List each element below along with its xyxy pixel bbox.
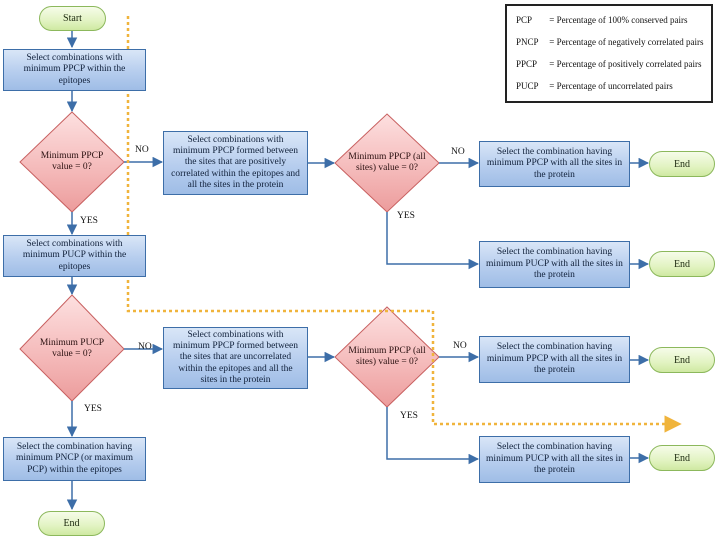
edge-label-no-1: NO — [135, 145, 149, 155]
end-terminal-r4: End — [649, 445, 715, 471]
dashed-guide-path — [126, 16, 682, 433]
legend-row-pncp: PNCP = Percentage of negatively correlat… — [516, 37, 704, 47]
legend-text: = Percentage of positively correlated pa… — [549, 59, 702, 69]
legend-row-pcp: PCP = Percentage of 100% conserved pairs — [516, 15, 688, 25]
decision-text-mid-2: Minimum PPCP (all sites) value = 0? — [348, 345, 426, 367]
edge-label-no-3: NO — [451, 147, 465, 157]
arrow-middiamond2-r4 — [386, 407, 480, 465]
process-box-1: Select combinations with minimum PPCP wi… — [3, 49, 146, 91]
edge-label-no-4: NO — [453, 341, 467, 351]
arrow-middiamond1-r2 — [386, 212, 480, 270]
legend-row-pucp: PUCP = Percentage of uncorrelated pairs — [516, 81, 673, 91]
edge-label-no-2: NO — [138, 342, 152, 352]
decision-text-mid-1: Minimum PPCP (all sites) value = 0? — [348, 151, 426, 173]
legend-abbr: PCP — [516, 15, 533, 25]
legend-abbr: PPCP — [516, 59, 538, 69]
decision-text-1: Minimum PPCP value = 0? — [40, 150, 104, 172]
end-terminal-r2: End — [649, 251, 715, 277]
edge-label-yes-3: YES — [397, 211, 415, 221]
process-box-r1: Select the combination having minimum PP… — [479, 141, 630, 187]
process-box-r2: Select the combination having minimum PU… — [479, 241, 630, 288]
end-terminal-r1: End — [649, 151, 715, 177]
edge-label-yes-2: YES — [84, 404, 102, 414]
process-box-mid-1: Select combinations with minimum PPCP fo… — [163, 131, 308, 195]
legend-abbr: PNCP — [516, 37, 539, 47]
legend-box: PCP = Percentage of 100% conserved pairs… — [505, 4, 713, 103]
process-box-r4: Select the combination having minimum PU… — [479, 436, 630, 483]
end-terminal-left: End — [38, 511, 105, 536]
process-box-2: Select combinations with minimum PUCP wi… — [3, 235, 146, 277]
legend-text: = Percentage of 100% conserved pairs — [549, 15, 688, 25]
legend-abbr: PUCP — [516, 81, 539, 91]
start-terminal: Start — [39, 6, 106, 31]
end-terminal-r3: End — [649, 347, 715, 373]
decision-text-2: Minimum PUCP value = 0? — [39, 337, 105, 359]
legend-text: = Percentage of negatively correlated pa… — [549, 37, 704, 47]
process-box-mid-2: Select combinations with minimum PPCP fo… — [163, 327, 308, 389]
process-box-r3: Select the combination having minimum PP… — [479, 336, 630, 383]
process-box-3: Select the combination having minimum PN… — [3, 437, 146, 481]
edge-label-yes-1: YES — [80, 216, 98, 226]
legend-row-ppcp: PPCP = Percentage of positively correlat… — [516, 59, 702, 69]
edge-label-yes-4: YES — [400, 411, 418, 421]
legend-text: = Percentage of uncorrelated pairs — [549, 81, 673, 91]
